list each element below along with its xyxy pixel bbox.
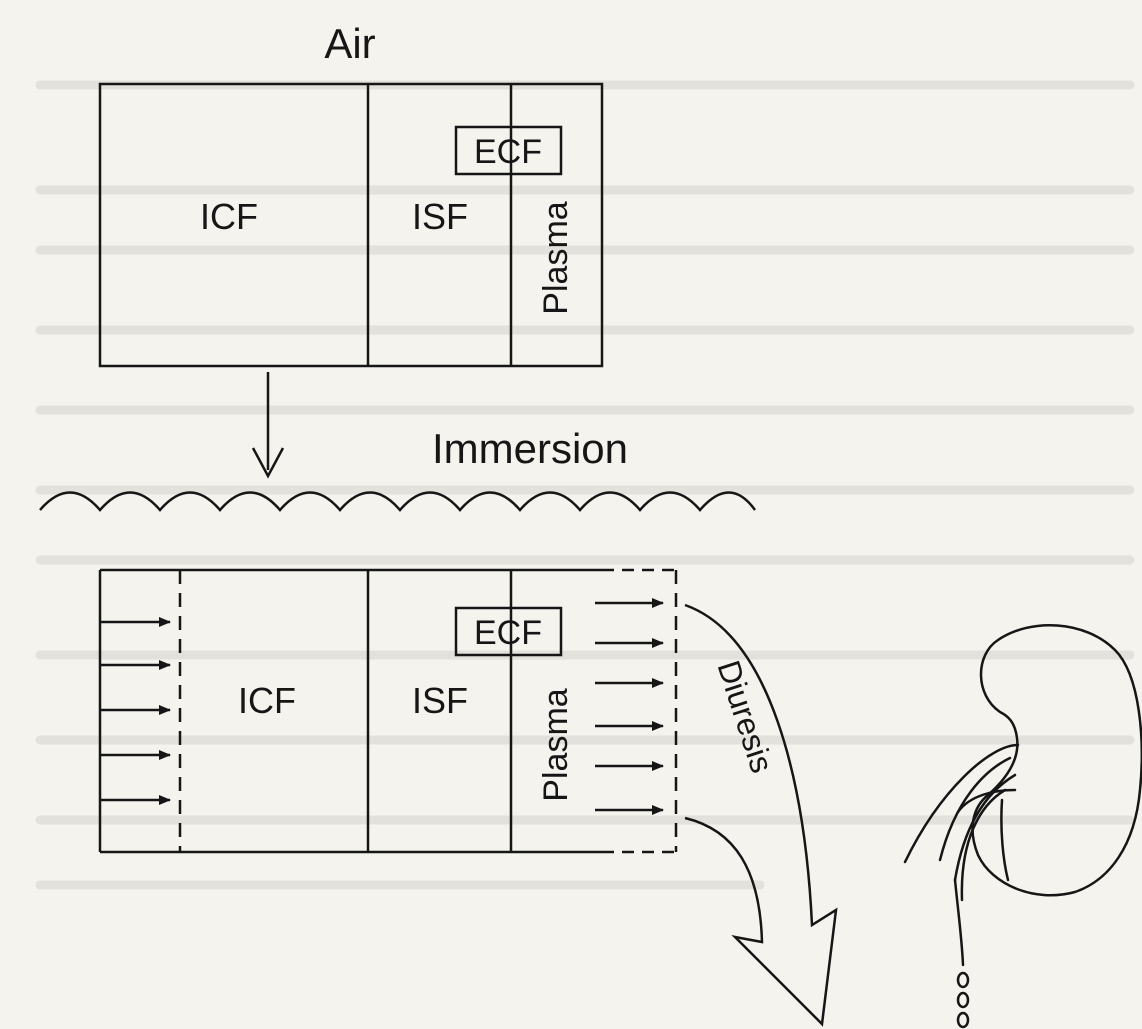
air-label: Air [324,20,375,67]
urine-drop [958,993,968,1007]
urine-drop [958,973,968,987]
immersion-ecf-label: ECF [474,614,542,652]
transition-down-arrow [253,372,283,476]
immersion-isf-label: ISF [412,680,468,721]
air-plasma-label: Plasma [537,201,575,314]
air-ecf-label: ECF [474,133,542,171]
immersion-plasma-label: Plasma [537,688,575,801]
immersion-compartments-panel [100,570,676,852]
immersion-icf-label: ICF [238,680,296,721]
air-icf-label: ICF [200,196,258,237]
air-compartments-panel [100,84,602,366]
immersion-label: Immersion [432,425,628,472]
renal-vessels [905,745,1018,900]
urine-drop [958,1013,968,1027]
air-isf-label: ISF [412,196,468,237]
diuresis-label: Diuresis [710,656,780,777]
diuresis-arrow [685,605,836,1024]
icf-fluid-shift-arrows [100,622,170,800]
kidney-icon [905,625,1142,1027]
plasma-fluid-shift-arrows [595,603,663,810]
water-surface-waves [40,493,755,511]
kidney-outline [973,625,1142,895]
